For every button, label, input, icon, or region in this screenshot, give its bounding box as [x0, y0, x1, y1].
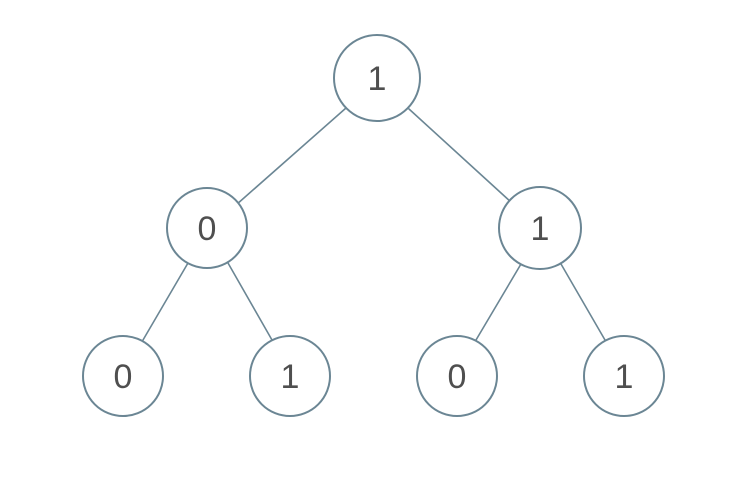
tree-node-label-left-right: 1	[281, 358, 300, 396]
tree-edge-root-to-left	[235, 107, 347, 206]
tree-node-label-right-left: 0	[448, 358, 467, 396]
tree-node-label-right: 1	[531, 210, 550, 248]
tree-node-right-right[interactable]: 1	[583, 335, 665, 417]
tree-node-circle-root	[333, 34, 421, 122]
tree-node-circle-right-right	[583, 335, 665, 417]
tree-node-right-left[interactable]: 0	[416, 335, 498, 417]
tree-node-circle-right	[498, 186, 582, 270]
tree-node-circle-left-right	[249, 335, 331, 417]
tree-edges-group	[142, 107, 606, 341]
tree-node-circle-right-left	[416, 335, 498, 417]
tree-node-label-left: 0	[198, 210, 217, 248]
tree-node-label-root: 1	[368, 60, 387, 98]
tree-edge-left-to-left-left	[142, 262, 189, 341]
tree-edge-right-to-right-right	[560, 263, 606, 341]
tree-node-right[interactable]: 1	[498, 186, 582, 270]
tree-node-left[interactable]: 0	[166, 187, 248, 269]
tree-edge-root-to-right	[408, 108, 513, 204]
tree-node-label-left-left: 0	[114, 358, 133, 396]
tree-edge-left-to-left-right	[227, 262, 273, 341]
tree-node-circle-left	[166, 187, 248, 269]
tree-node-left-right[interactable]: 1	[249, 335, 331, 417]
tree-node-label-right-right: 1	[615, 358, 634, 396]
tree-nodes-group: 1 0 1 0 1 0 1	[82, 34, 665, 417]
tree-node-circle-left-left	[82, 335, 164, 417]
tree-node-root[interactable]: 1	[333, 34, 421, 122]
tree-edge-right-to-right-left	[475, 263, 522, 341]
tree-node-left-left[interactable]: 0	[82, 335, 164, 417]
